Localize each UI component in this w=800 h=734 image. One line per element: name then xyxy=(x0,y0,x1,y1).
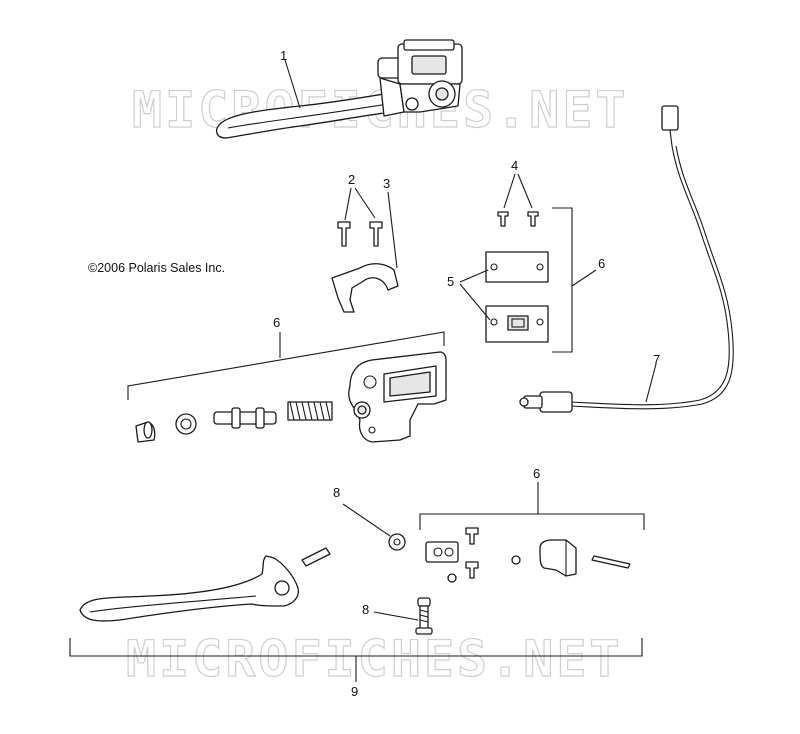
callout-6-left: 6 xyxy=(273,315,280,330)
switch-housing[interactable] xyxy=(539,539,577,577)
master-cylinder-assembly[interactable] xyxy=(215,39,463,139)
callout-9: 9 xyxy=(351,684,358,699)
screws-2[interactable] xyxy=(337,221,383,247)
screws-4[interactable] xyxy=(497,211,539,227)
callout-3: 3 xyxy=(383,176,390,191)
small-screw-b[interactable] xyxy=(465,561,479,579)
brake-lever[interactable] xyxy=(79,555,300,622)
leader-5b xyxy=(459,283,491,321)
small-screw-a[interactable] xyxy=(465,527,479,545)
callout-6-lower: 6 xyxy=(533,466,540,481)
callout-6-right: 6 xyxy=(598,256,605,271)
gasket-5[interactable] xyxy=(485,305,549,343)
callout-8-lower: 8 xyxy=(362,602,369,617)
switch-block[interactable] xyxy=(425,541,459,563)
callout-2: 2 xyxy=(348,172,355,187)
brake-switch-cable-7[interactable] xyxy=(519,105,734,413)
leader-2a xyxy=(344,187,352,221)
leader-7 xyxy=(645,363,657,403)
leader-2b xyxy=(354,187,376,219)
nut-8[interactable] xyxy=(388,533,406,551)
bracket-6-lower xyxy=(419,513,645,530)
boot[interactable] xyxy=(135,421,156,443)
leader-5a xyxy=(459,269,489,283)
callout-4: 4 xyxy=(511,158,518,173)
bracket-6-left xyxy=(127,331,445,400)
cover-plate-5[interactable] xyxy=(485,251,549,283)
callout-8-upper: 8 xyxy=(333,485,340,500)
leader-4a xyxy=(503,173,516,209)
master-cylinder-body[interactable] xyxy=(348,351,447,443)
leader-4b xyxy=(517,173,533,209)
o-ring-b[interactable] xyxy=(511,555,521,565)
leader-1 xyxy=(284,59,301,109)
snap-ring[interactable] xyxy=(175,413,197,435)
watermark-bottom: MICROFICHES.NET xyxy=(126,630,623,688)
pin-small[interactable] xyxy=(591,555,631,569)
leader-3 xyxy=(387,191,398,269)
leader-8-upper xyxy=(342,503,391,537)
leader-6-right xyxy=(571,269,597,287)
spring[interactable] xyxy=(287,401,333,421)
pin[interactable] xyxy=(301,547,331,567)
clamp-3[interactable] xyxy=(331,263,399,313)
o-ring-a[interactable] xyxy=(447,573,457,583)
callout-7: 7 xyxy=(653,352,660,367)
bracket-6-right xyxy=(552,207,573,353)
pivot-bolt-8[interactable] xyxy=(415,597,433,635)
piston[interactable] xyxy=(213,407,277,429)
copyright-text: ©2006 Polaris Sales Inc. xyxy=(88,261,225,275)
callout-5: 5 xyxy=(447,274,454,289)
leader-8-lower xyxy=(373,611,419,621)
callout-1: 1 xyxy=(280,48,287,63)
